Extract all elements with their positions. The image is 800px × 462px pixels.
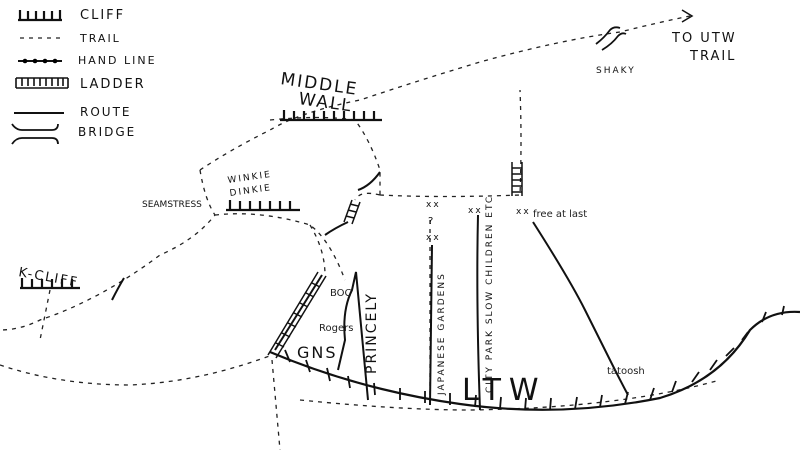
shaky-bridge-icon	[595, 26, 627, 51]
bridge-symbol-icon	[11, 123, 59, 145]
svg-text:xx: xx	[468, 206, 483, 216]
free-at-last-label: free at last	[533, 209, 587, 220]
trails	[0, 15, 721, 451]
cliff-symbol-icon	[18, 10, 62, 22]
question-mark: ?	[428, 216, 435, 227]
svg-text:xx: xx	[426, 233, 441, 243]
to-utw-label-2: TRAIL	[689, 49, 736, 64]
ltw-label: LTW	[462, 373, 547, 408]
hand-lines	[111, 171, 381, 301]
legend-label-hand-line: HAND LINE	[78, 54, 157, 67]
boc-label: BOC	[330, 288, 352, 299]
rogers-label: Rogers	[319, 323, 353, 334]
legend-label-bridge: BRIDGE	[78, 125, 136, 139]
princely-label: PRINCELY	[364, 292, 380, 374]
routes	[274, 214, 629, 411]
tatoosh-label: tatoosh	[607, 366, 645, 377]
legend-label-cliff: CLIFF	[80, 8, 125, 23]
k-cliff-label: K-CLIFF	[17, 265, 80, 290]
ladders	[267, 162, 523, 359]
ladder-symbol-icon	[15, 77, 69, 89]
hand-line-symbol-icon	[18, 58, 62, 64]
svg-text:xx: xx	[516, 207, 531, 217]
to-utw-arrow-icon	[681, 9, 694, 23]
seamstress-label: SEAMSTRESS	[142, 200, 202, 210]
city-park-label: CITY PARK SLOW CHILDREN ETC	[485, 195, 495, 393]
cliffs	[20, 110, 800, 411]
legend-label-ladder: LADDER	[80, 77, 146, 92]
anchor-marks: xx xx xx xx	[426, 200, 531, 243]
legend-label-route: ROUTE	[80, 105, 131, 119]
japanese-gardens-label: JAPANESE GARDENS	[437, 272, 447, 396]
svg-text:xx: xx	[426, 200, 441, 210]
legend: CLIFF TRAIL HAND LINE LADDER ROUTE BRIDG…	[11, 8, 157, 145]
to-utw-label: TO UTW	[671, 31, 737, 46]
winkie-dinkie-label-2: DINKIE	[229, 183, 273, 199]
shaky-label: SHAKY	[596, 66, 636, 76]
legend-label-trail: TRAIL	[79, 32, 121, 45]
gns-label: GNS	[297, 343, 338, 362]
